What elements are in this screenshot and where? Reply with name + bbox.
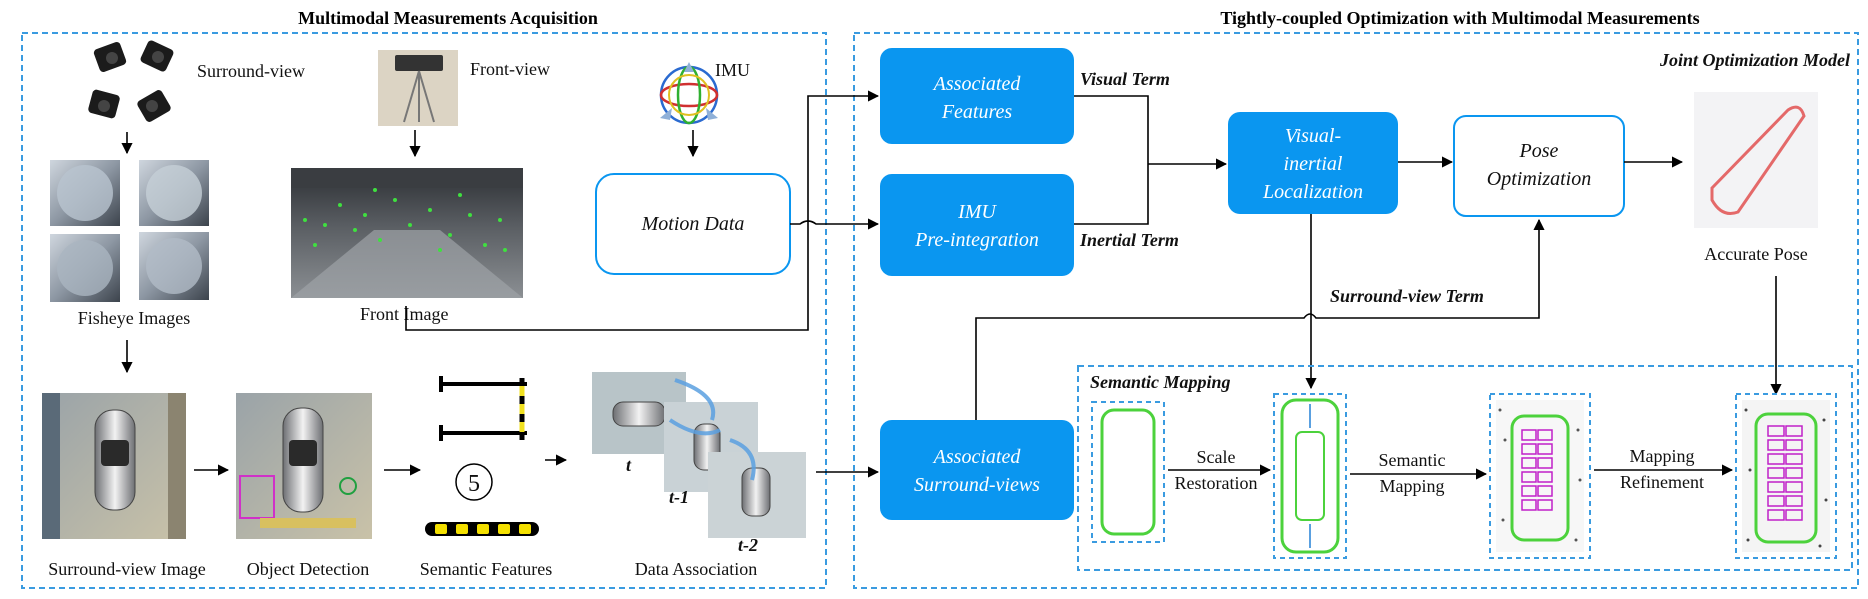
imu-label: IMU [715, 60, 750, 80]
scale-restoration-line2: Restoration [1175, 473, 1258, 493]
joint-model-label: Joint Optimization Model [1659, 50, 1850, 70]
map-stage-1-frame [1091, 401, 1165, 543]
imu-preintegration-line1: IMU [957, 201, 997, 223]
mapping-refinement-line2: Refinement [1620, 472, 1704, 492]
pose-optimization-box [1453, 115, 1625, 217]
map-stage-4-refined-map [1742, 400, 1830, 552]
surround-view-term-label: Surround-view Term [1330, 286, 1484, 306]
semantic-mapping-title: Semantic Mapping [1090, 372, 1231, 392]
map-stage-3-frame [1489, 393, 1591, 559]
surround-view-image-label: Surround-view Image [48, 559, 205, 579]
data-association-image [592, 372, 806, 538]
associated-surround-views-line2: Surround-views [914, 474, 1040, 496]
front-image [291, 168, 523, 298]
surround-cameras-icon [88, 40, 174, 122]
pose-optimization-line1: Pose [1519, 140, 1559, 162]
accurate-pose-trajectory [1694, 92, 1818, 228]
frame-label-t: t [626, 455, 632, 475]
vil-line3: Localization [1262, 181, 1363, 203]
accurate-pose-label: Accurate Pose [1704, 244, 1807, 264]
semantic-mapping-step-line2: Mapping [1380, 476, 1445, 496]
semantic-mapping-panel [1077, 365, 1853, 571]
semantic-features-label: Semantic Features [420, 559, 552, 579]
front-image-label: Front Image [360, 304, 448, 324]
motion-data-label: Motion Data [641, 213, 745, 235]
surround-view-label: Surround-view [197, 61, 305, 81]
left-panel-title: Multimodal Measurements Acquisition [298, 8, 598, 28]
visual-term-line [1074, 95, 1149, 164]
surround-view-image [42, 393, 186, 539]
surround-view-term-line [975, 218, 1545, 420]
mapping-refinement-line1: Mapping [1630, 446, 1695, 466]
map-stage-1-trajectory [1100, 408, 1156, 536]
associated-surround-views-line1: Associated [932, 446, 1022, 468]
frame-label-t1: t-1 [669, 487, 689, 507]
inertial-term-line [1074, 164, 1149, 225]
semantic-mapping-step-line1: Semantic [1379, 450, 1446, 470]
associated-features-line2: Features [941, 101, 1013, 123]
arrow-motion-to-imu [790, 218, 880, 230]
frame-label-t2: t-2 [738, 535, 758, 555]
map-stage-2-trajectory [1280, 398, 1340, 554]
arrow-frontimage-to-features [405, 90, 880, 331]
fisheye-images [50, 160, 209, 302]
map-stage-3-semantic-map [1496, 400, 1584, 552]
left-panel-border [21, 32, 827, 589]
associated-features-line1: Associated [932, 73, 1022, 95]
front-camera-icon [378, 50, 458, 126]
imu-preintegration-line2: Pre-integration [914, 229, 1039, 251]
inertial-term-label: Inertial Term [1079, 230, 1179, 250]
vil-line1: Visual- [1285, 125, 1341, 147]
visual-inertial-localization-box [1228, 112, 1398, 214]
pose-optimization-line2: Optimization [1487, 168, 1591, 190]
imu-gyroscope-icon [659, 62, 719, 125]
front-view-label: Front-view [470, 59, 550, 79]
associated-surround-views-box [880, 420, 1074, 520]
semantic-features-glyphs [425, 376, 539, 536]
circled-number: 5 [468, 471, 480, 497]
imu-preintegration-box [880, 174, 1074, 276]
associated-features-box [880, 48, 1074, 144]
map-stage-2-frame [1273, 393, 1347, 559]
fisheye-images-label: Fisheye Images [78, 308, 190, 328]
right-panel-border [853, 32, 1859, 589]
vil-line2: inertial [1284, 153, 1343, 175]
data-association-label: Data Association [635, 559, 757, 579]
object-detection-image [236, 393, 372, 539]
right-panel-title: Tightly-coupled Optimization with Multim… [1220, 8, 1699, 28]
visual-term-label: Visual Term [1080, 69, 1170, 89]
scale-restoration-line1: Scale [1197, 447, 1236, 467]
object-detection-label: Object Detection [247, 559, 369, 579]
map-stage-4-frame [1735, 393, 1837, 559]
